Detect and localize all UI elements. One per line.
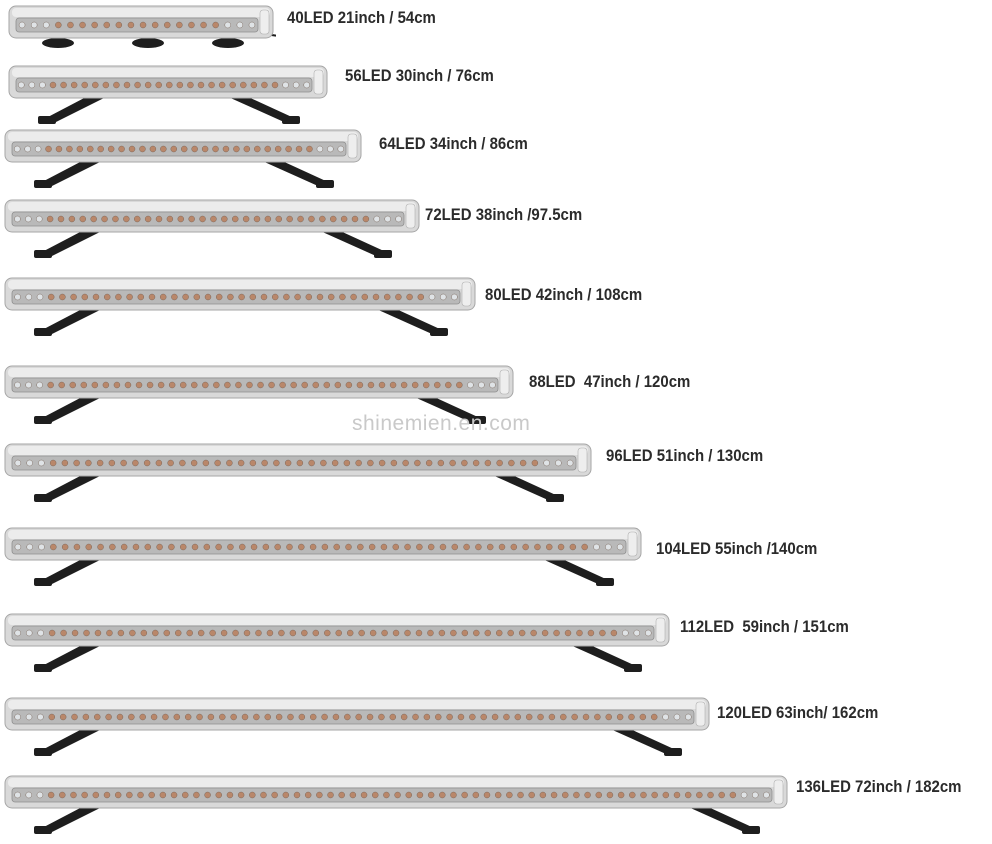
lightbar-size-label: 72LED 38inch /97.5cm (425, 205, 583, 224)
lightbar-image (4, 443, 592, 502)
mount-bracket (34, 806, 760, 834)
lens-strip (11, 455, 577, 471)
led-array (14, 215, 402, 223)
led-array (14, 293, 458, 301)
lightbar-image (4, 527, 642, 586)
lens-strip (11, 787, 773, 803)
lightbar-size-label: 104LED 55inch /140cm (656, 539, 818, 558)
led-array (14, 381, 496, 389)
lightbar-size-label: 40LED 21inch / 54cm (287, 8, 436, 27)
lightbar-image (4, 277, 476, 336)
lightbar-size-label: 56LED 30inch / 76cm (345, 66, 494, 85)
lightbar-image (8, 65, 328, 124)
led-array (14, 629, 652, 637)
lightbar-size-label: 120LED 63inch/ 162cm (717, 703, 879, 722)
lightbar-image (4, 697, 710, 756)
lightbar-size-label: 64LED 34inch / 86cm (379, 134, 528, 153)
mount-bracket (34, 728, 682, 756)
lightbar-size-label: 80LED 42inch / 108cm (485, 285, 643, 304)
led-array (14, 791, 770, 799)
lightbar-image (4, 365, 514, 424)
lightbar-image (4, 129, 362, 188)
led-array (18, 21, 256, 29)
mount-bracket (34, 396, 486, 424)
mount-bracket (34, 308, 448, 336)
lens-strip (11, 539, 627, 555)
lens-strip (11, 289, 461, 305)
led-array (18, 81, 310, 89)
lens-strip (15, 77, 313, 93)
lightbar-image (4, 775, 788, 834)
mount-bracket (34, 160, 334, 188)
led-array (14, 145, 344, 153)
lightbar-size-label: 136LED 72inch / 182cm (796, 777, 962, 796)
mount-bracket (38, 96, 300, 124)
lightbar-image (8, 5, 276, 48)
mount-bracket (34, 230, 392, 258)
mount-bracket (34, 644, 642, 672)
lightbar-size-label: 112LED 59inch / 151cm (680, 617, 849, 636)
mount-bracket (34, 558, 614, 586)
lens-strip (11, 625, 655, 641)
led-array (14, 459, 574, 467)
lens-strip (11, 709, 695, 725)
mount-bracket (34, 474, 564, 502)
lens-strip (15, 17, 259, 33)
lightbar-image (4, 613, 670, 672)
watermark-text: shinemien.en.com (352, 412, 531, 435)
lens-strip (11, 211, 405, 227)
led-array (14, 543, 624, 551)
led-array (14, 713, 692, 721)
lightbar-image (4, 199, 420, 258)
lens-strip (11, 377, 499, 393)
lightbar-size-label: 96LED 51inch / 130cm (606, 446, 764, 465)
lightbar-size-label: 88LED 47inch / 120cm (529, 372, 691, 391)
lens-strip (11, 141, 347, 157)
